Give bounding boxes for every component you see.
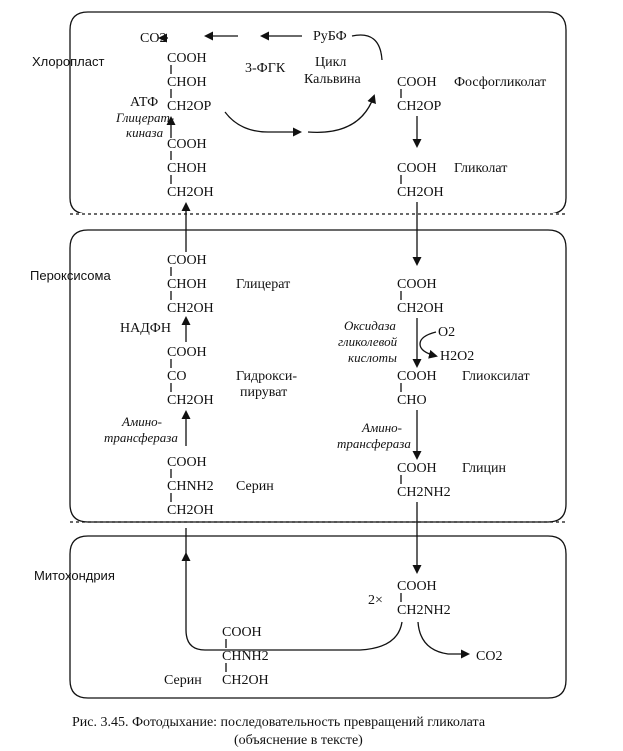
oxidase-label-3: кислоты: [348, 350, 397, 365]
aminotransferase-left-2: трансфераза: [104, 430, 178, 445]
rubp-label: РуБФ: [313, 29, 347, 44]
figure-caption-line2: (объяснение в тексте): [234, 733, 363, 748]
mito-serine-c3: CH2OH: [222, 673, 269, 688]
px-serine-c2: CHNH2: [167, 479, 214, 494]
hydroxypyruvate-name-1: Гидрокси-: [236, 369, 297, 384]
mitochondrion-label: Митохондрия: [34, 568, 115, 583]
co2-release-arrow: [417, 621, 470, 659]
aminotransferase-right-1: Амино-: [361, 420, 402, 435]
glycerate-kinase-label-2: киназа: [126, 125, 164, 140]
chl-glycolate-name: Гликолат: [454, 161, 507, 176]
figure-caption-line1: Рис. 3.45. Фотодыхание: последовательнос…: [72, 715, 486, 730]
aminotransferase-right-2: трансфераза: [337, 436, 411, 451]
mitochondrion-box: [69, 535, 567, 699]
px-serine-c1: COOH: [167, 455, 207, 470]
h2o2-label: H2O2: [440, 349, 474, 364]
chl-glycerate-c2: CHOH: [167, 161, 207, 176]
mito-glycine-c1: COOH: [397, 579, 437, 594]
phosphoglycolate-name: Фосфогликолат: [454, 75, 546, 90]
aminotransferase-left-1: Амино-: [121, 414, 162, 429]
mito-glycine-c2: CH2NH2: [397, 603, 451, 618]
calvin-label-2: Кальвина: [304, 72, 361, 87]
glyoxylate-c1: COOH: [397, 369, 437, 384]
glyoxylate-c2: CHO: [397, 393, 427, 408]
hydroxypyruvate-c1: COOH: [167, 345, 207, 360]
px-glycerate-name: Глицерат: [236, 277, 290, 292]
oxidase-label-1: Оксидаза: [344, 318, 396, 333]
px-serine-c3: CH2OH: [167, 503, 214, 518]
calvin-to-rubp-curve: [307, 94, 376, 134]
px-serine-name: Серин: [236, 479, 274, 494]
multiplier-label: 2×: [368, 593, 383, 608]
pga-carbon-3: CH2OP: [167, 99, 212, 114]
mito-serine-c1: COOH: [222, 625, 262, 640]
chl-glycolate-c2: CH2OH: [397, 185, 444, 200]
chloroplast-box: [69, 11, 567, 215]
nadh-label: НАДФН: [120, 321, 171, 336]
px-glycolate-c1: COOH: [397, 277, 437, 292]
pga-to-calvin-curve: [224, 111, 269, 133]
chl-glycerate-c1: COOH: [167, 137, 207, 152]
px-glycine-c1: COOH: [397, 461, 437, 476]
phosphoglycolate-c2: CH2OP: [397, 99, 442, 114]
pga-carbon-1: COOH: [167, 51, 207, 66]
glycerate-kinase-label-1: Глицерат-: [115, 110, 174, 125]
pga-label: 3-ФГК: [245, 61, 286, 76]
px-glycine-name: Глицин: [462, 461, 507, 476]
atp-label: АТФ: [130, 95, 158, 110]
o2-label: O2: [438, 325, 455, 340]
o2-h2o2-curve: [419, 331, 438, 359]
pga-carbon-2: CHOH: [167, 75, 207, 90]
peroxisome-box: [69, 229, 567, 523]
px-glycolate-c2: CH2OH: [397, 301, 444, 316]
px-glycerate-c3: CH2OH: [167, 301, 214, 316]
hydroxypyruvate-name-2: пируват: [240, 385, 287, 400]
phosphoglycolate-c1: COOH: [397, 75, 437, 90]
calvin-label-1: Цикл: [315, 55, 346, 70]
mito-serine-c2: CHNH2: [222, 649, 269, 664]
hydroxypyruvate-c2: CO: [167, 369, 186, 384]
px-glycerate-c1: COOH: [167, 253, 207, 268]
chl-glycolate-c1: COOH: [397, 161, 437, 176]
chloroplast-label: Хлоропласт: [32, 54, 104, 69]
oxidase-label-2: гликолевой: [338, 334, 398, 349]
glycine-to-serine-path: [181, 552, 403, 651]
px-glycerate-c2: CHOH: [167, 277, 207, 292]
mito-co2-label: CO2: [476, 649, 502, 664]
peroxisome-label: Пероксисома: [30, 268, 111, 283]
px-glycine-c2: CH2NH2: [397, 485, 451, 500]
glyoxylate-name: Глиоксилат: [462, 369, 530, 384]
chl-glycerate-c3: CH2OH: [167, 185, 214, 200]
hydroxypyruvate-c3: CH2OH: [167, 393, 214, 408]
rubp-oxygenation-curve: [351, 34, 383, 61]
mito-serine-name: Серин: [164, 673, 202, 688]
